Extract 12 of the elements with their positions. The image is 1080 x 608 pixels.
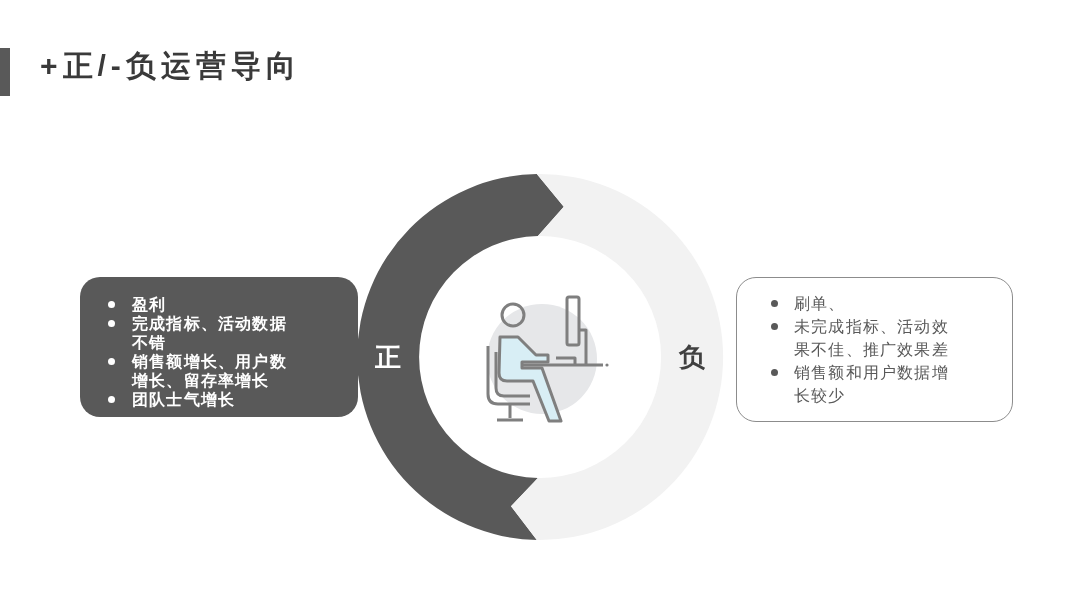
text-panel [80, 277, 358, 417]
list-item-text: 刷单、 [794, 294, 847, 314]
list-item-text: 完成指标、活动数据不错 [132, 314, 288, 352]
list-item-text: 销售额和用户数据增长较少 [794, 363, 950, 406]
text-panel [736, 277, 1013, 422]
list-item-text: 未完成指标、活动效果不佳、推广效果差 [794, 317, 950, 360]
slide-title: +正/-负运营导向 [40, 48, 301, 84]
ring-label: 负 [679, 342, 705, 372]
list-item-text: 盈利 [132, 295, 168, 314]
ring-label: 正 [375, 342, 401, 372]
list-item-text: 团队士气增长 [132, 390, 237, 409]
list-item-text: 销售额增长、用户数增长、留存率增长 [132, 352, 288, 390]
